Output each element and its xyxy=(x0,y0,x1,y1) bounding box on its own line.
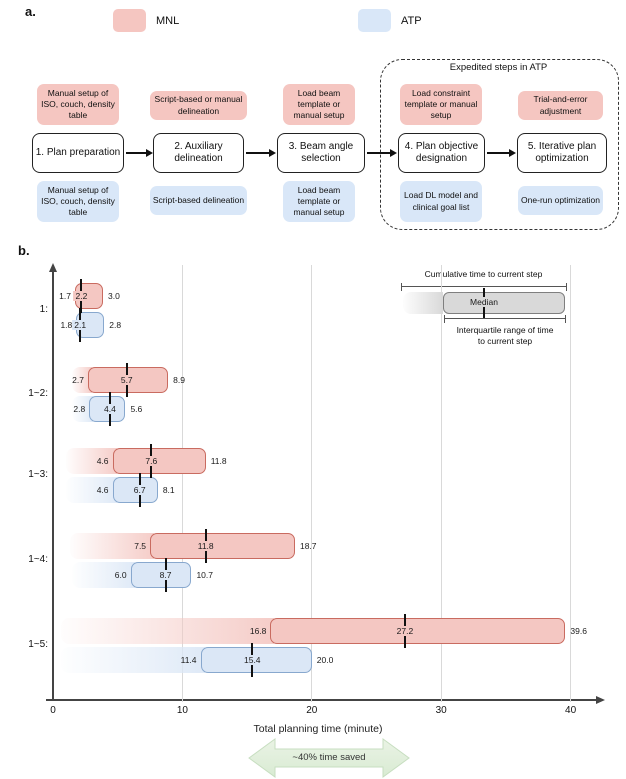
x-axis-title: Total planning time (minute) xyxy=(253,723,383,735)
mnl-row3-q3-value: 11.8 xyxy=(210,456,227,466)
mnl-note-step4: Load constraint template or manual setup xyxy=(400,84,482,125)
mnl-row1-q1-value: 1.7 xyxy=(59,291,71,301)
atp-row5-q3-value: 20.0 xyxy=(316,655,334,665)
atp-row1-q3-value: 2.8 xyxy=(109,320,122,330)
mnl-row3-tail xyxy=(65,448,117,474)
legend-cumulative-label: Cumulative time to current step xyxy=(424,269,543,279)
atp-note-step5: One-run optimization xyxy=(518,186,603,215)
mnl-row3-median-value: 7.6 xyxy=(143,456,160,466)
atp-note-step3: Load beam template or manual setup xyxy=(283,181,355,222)
atp-row2-q1-value: 2.8 xyxy=(73,404,86,414)
atp-row5-tail xyxy=(60,647,205,673)
mnl-row1-median-value: 2.2 xyxy=(73,291,90,301)
step-box-2: 2. Auxiliary delineation xyxy=(153,133,244,173)
mnl-row5-tail xyxy=(60,618,275,644)
step-box-5: 5. Iterative plan optimization xyxy=(517,133,607,173)
atp-row4-tail xyxy=(72,562,135,588)
mnl-note-step3: Load beam template or manual setup xyxy=(283,84,355,125)
mnl-row5-median-value: 27.2 xyxy=(394,626,416,636)
atp-note-step2: Script-based delineation xyxy=(150,186,247,215)
atp-legend-label: ATP xyxy=(401,15,422,27)
atp-note-step1: Manual setup of ISO, couch, density tabl… xyxy=(37,181,119,222)
mnl-row2-q3-value: 8.9 xyxy=(173,375,185,385)
atp-row1-median-value: 2.1 xyxy=(72,320,89,330)
mnl-row5-iqr-box xyxy=(270,618,566,644)
mnl-row4-q1-value: 7.5 xyxy=(134,541,147,551)
flow-arrow-4-5 xyxy=(487,149,516,156)
x-tick-30: 30 xyxy=(435,705,447,716)
legend-median-box xyxy=(443,292,565,314)
expedited-steps-label: Expedited steps in ATP xyxy=(449,62,548,73)
atp-row4-median-value: 8.7 xyxy=(157,570,174,580)
atp-legend-swatch xyxy=(358,9,391,32)
y-axis-arrowhead xyxy=(48,263,57,272)
mnl-row4-median-value: 11.8 xyxy=(195,541,216,551)
atp-row3-q1-value: 4.6 xyxy=(96,485,109,495)
flow-arrow-1-2 xyxy=(126,149,153,156)
row-label-3: 1~3: xyxy=(28,469,48,480)
mnl-row4-q3-value: 18.7 xyxy=(299,541,317,551)
gridline-30 xyxy=(440,265,442,702)
x-axis-arrowhead xyxy=(596,695,605,704)
step-box-1: 1. Plan preparation xyxy=(32,133,124,173)
row-label-1: 1: xyxy=(39,304,48,315)
atp-row5-median-value: 15.4 xyxy=(241,655,263,665)
mnl-row3-q1-value: 4.6 xyxy=(96,456,109,466)
mnl-row2-q1-value: 2.7 xyxy=(72,375,84,385)
mnl-legend-swatch xyxy=(113,9,146,32)
atp-row2-q3-value: 5.6 xyxy=(130,404,143,414)
x-tick-20: 20 xyxy=(306,705,318,716)
legend-iqr-label-line1: Interquartile range of time xyxy=(456,325,554,335)
atp-row5-q1-value: 11.4 xyxy=(180,655,197,665)
mnl-row1-q3-value: 3.0 xyxy=(107,291,120,301)
x-tick-0: 0 xyxy=(50,705,56,716)
row-label-4: 1~4: xyxy=(28,554,48,565)
row-label-5: 1~5: xyxy=(28,639,48,650)
time-saved-arrow xyxy=(248,738,410,778)
flow-arrow-3-4 xyxy=(367,149,397,156)
expedited-steps-dashed-box xyxy=(380,59,619,230)
legend-cumulative-bracket xyxy=(401,283,567,291)
mnl-row5-q3-value: 39.6 xyxy=(570,626,587,636)
x-tick-40: 40 xyxy=(565,705,577,716)
row-label-2: 1~2: xyxy=(28,388,48,399)
mnl-note-step5: Trial-and-error adjustment xyxy=(518,91,603,120)
x-axis-line xyxy=(46,699,597,701)
legend-median-label: Median xyxy=(468,297,500,307)
x-tick-10: 10 xyxy=(176,705,188,716)
atp-row3-tail xyxy=(65,477,117,503)
mnl-row5-q1-value: 16.8 xyxy=(249,626,267,636)
gridline-10 xyxy=(181,265,183,702)
mnl-note-step2: Script-based or manual delineation xyxy=(150,91,247,120)
atp-note-step4: Load DL model and clinical goal list xyxy=(400,181,482,222)
flow-arrow-2-3 xyxy=(246,149,276,156)
atp-row2-tail xyxy=(72,396,94,422)
step-box-3: 3. Beam angle selection xyxy=(277,133,365,173)
mnl-row2-tail xyxy=(72,367,92,393)
atp-row4-q1-value: 6.0 xyxy=(114,570,127,580)
atp-row1-q1-value: 1.8 xyxy=(60,320,73,330)
atp-row2-median-value: 4.4 xyxy=(102,404,118,414)
atp-row4-q3-value: 10.7 xyxy=(196,570,213,580)
atp-row3-q3-value: 8.1 xyxy=(162,485,175,495)
mnl-legend-label: MNL xyxy=(156,15,180,27)
atp-row3-median-value: 6.7 xyxy=(131,485,148,495)
panel-b-label: b. xyxy=(18,243,30,258)
mnl-note-step1: Manual setup of ISO, couch, density tabl… xyxy=(37,84,119,125)
mnl-row2-median-value: 5.7 xyxy=(118,375,135,385)
panel-a-label: a. xyxy=(25,4,36,19)
gridline-40 xyxy=(570,265,572,702)
legend-median-box-tail xyxy=(403,292,443,314)
y-axis-line xyxy=(52,271,54,700)
step-box-4: 4. Plan objective designation xyxy=(398,133,485,173)
mnl-row4-tail xyxy=(69,533,155,559)
legend-iqr-bracket xyxy=(444,315,566,323)
gridline-20 xyxy=(311,265,313,702)
time-saved-label: ~40% time saved xyxy=(292,752,366,763)
mnl-row4-iqr-box xyxy=(150,533,295,559)
legend-iqr-label-line2: to current step xyxy=(477,336,533,346)
